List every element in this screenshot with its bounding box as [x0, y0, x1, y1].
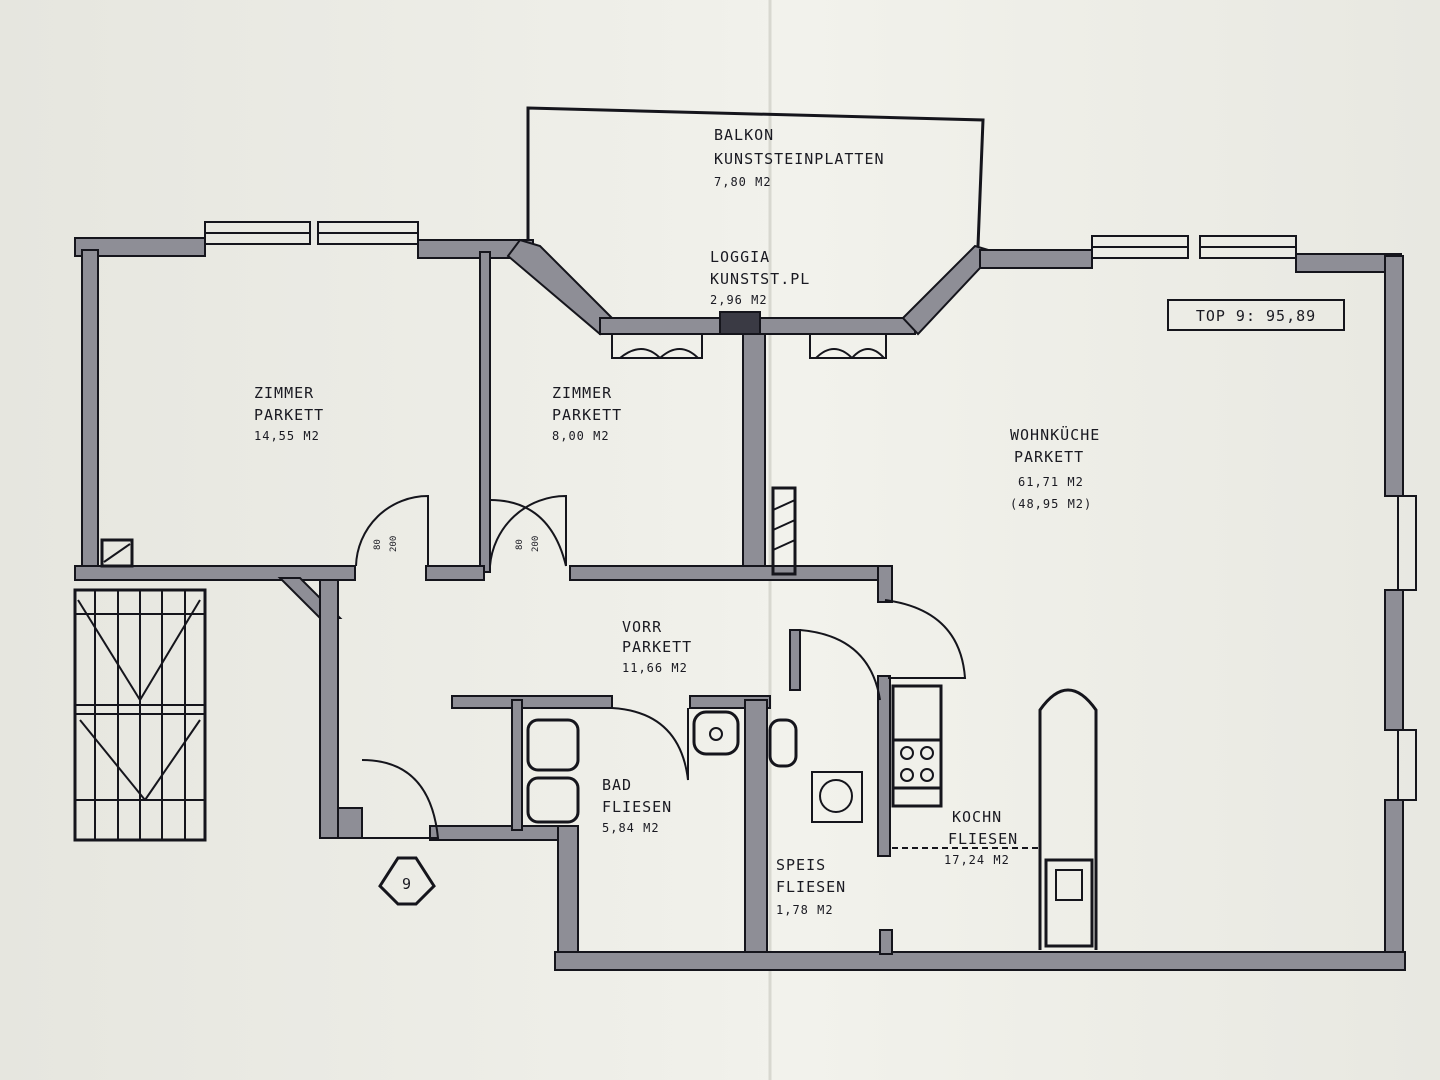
room-area: 7,80 M2: [714, 175, 772, 189]
room-name: WOHNKÜCHE: [1010, 425, 1100, 444]
top-label-box: [1167, 299, 1345, 331]
walls: [74, 237, 1406, 971]
room-area: 61,71 M2: [1018, 475, 1084, 489]
room-loggia: LOGGIA KUNSTST.PL 2,96 M2: [710, 248, 810, 307]
room-area: 5,84 M2: [602, 821, 660, 835]
stove-icon: [891, 738, 943, 790]
room-name: ZIMMER: [552, 384, 612, 402]
door-swings: [355, 494, 967, 839]
room-name: KOCHN: [952, 808, 1002, 826]
room-area: 8,00 M2: [552, 429, 610, 443]
bath-fixtures: [526, 710, 798, 824]
boiler-icon: [811, 771, 863, 823]
room-vorraum: VORR PARKETT 11,66 M2: [622, 618, 692, 675]
room-name: BAD: [602, 776, 632, 794]
room-bad: BAD FLIESEN 5,84 M2: [602, 776, 672, 835]
windows-east: [1397, 495, 1417, 801]
room-area: 1,78 M2: [776, 903, 834, 917]
room-floor: PARKETT: [1014, 448, 1084, 466]
room-floor: PARKETT: [622, 638, 692, 656]
room-name: SPEIS: [776, 856, 826, 874]
staircase: [73, 538, 207, 842]
room-area-net: (48,95 M2): [1010, 497, 1092, 511]
room-zimmer-2: ZIMMER PARKETT 8,00 M2: [552, 384, 622, 443]
door-dim-width: 80: [515, 539, 525, 550]
chimney: [771, 486, 797, 576]
room-wohnkueche: WOHNKÜCHE PARKETT 61,71 M2 (48,95 M2): [1010, 425, 1100, 511]
toilet-icon: [526, 718, 580, 772]
room-name: ZIMMER: [254, 384, 314, 402]
door-dim-width: 80: [373, 539, 383, 550]
room-name: BALKON: [714, 126, 774, 144]
bidet-icon: [526, 776, 580, 824]
room-floor: PARKETT: [254, 406, 324, 424]
room-kochnische: KOCHN FLIESEN 17,24 M2: [944, 808, 1018, 867]
room-zimmer-1: ZIMMER PARKETT 14,55 M2: [254, 384, 324, 443]
room-speis: SPEIS FLIESEN 1,78 M2: [776, 856, 846, 917]
room-area: 2,96 M2: [710, 293, 768, 307]
room-floor: PARKETT: [552, 406, 622, 424]
room-floor: KUNSTSTEINPLATTEN: [714, 150, 885, 168]
fridge-icon: [1044, 858, 1094, 948]
door-dim-height: 200: [531, 536, 541, 552]
loggia-doors: [611, 333, 887, 359]
top-label: TOP 9: 95,89: [1196, 307, 1316, 325]
room-name: VORR: [622, 618, 662, 636]
sink-icon: [768, 718, 798, 768]
windows-north: [204, 221, 1297, 259]
unit-number: 9: [402, 875, 412, 893]
entrance-marker: 9: [378, 856, 436, 906]
room-area: 17,24 M2: [944, 853, 1010, 867]
room-floor: FLIESEN: [948, 830, 1018, 848]
dining-table-icon: [1038, 688, 1098, 950]
room-balkon: BALKON KUNSTSTEINPLATTEN 7,80 M2: [714, 126, 885, 189]
room-floor: FLIESEN: [776, 878, 846, 896]
room-name: LOGGIA: [710, 248, 770, 266]
kitchen-fixtures: [811, 684, 1098, 950]
room-area: 11,66 M2: [622, 661, 688, 675]
room-floor: FLIESEN: [602, 798, 672, 816]
room-area: 14,55 M2: [254, 429, 320, 443]
washbasin-icon: [692, 710, 740, 756]
door-dim-height: 200: [389, 536, 399, 552]
room-floor: KUNSTST.PL: [710, 270, 810, 288]
